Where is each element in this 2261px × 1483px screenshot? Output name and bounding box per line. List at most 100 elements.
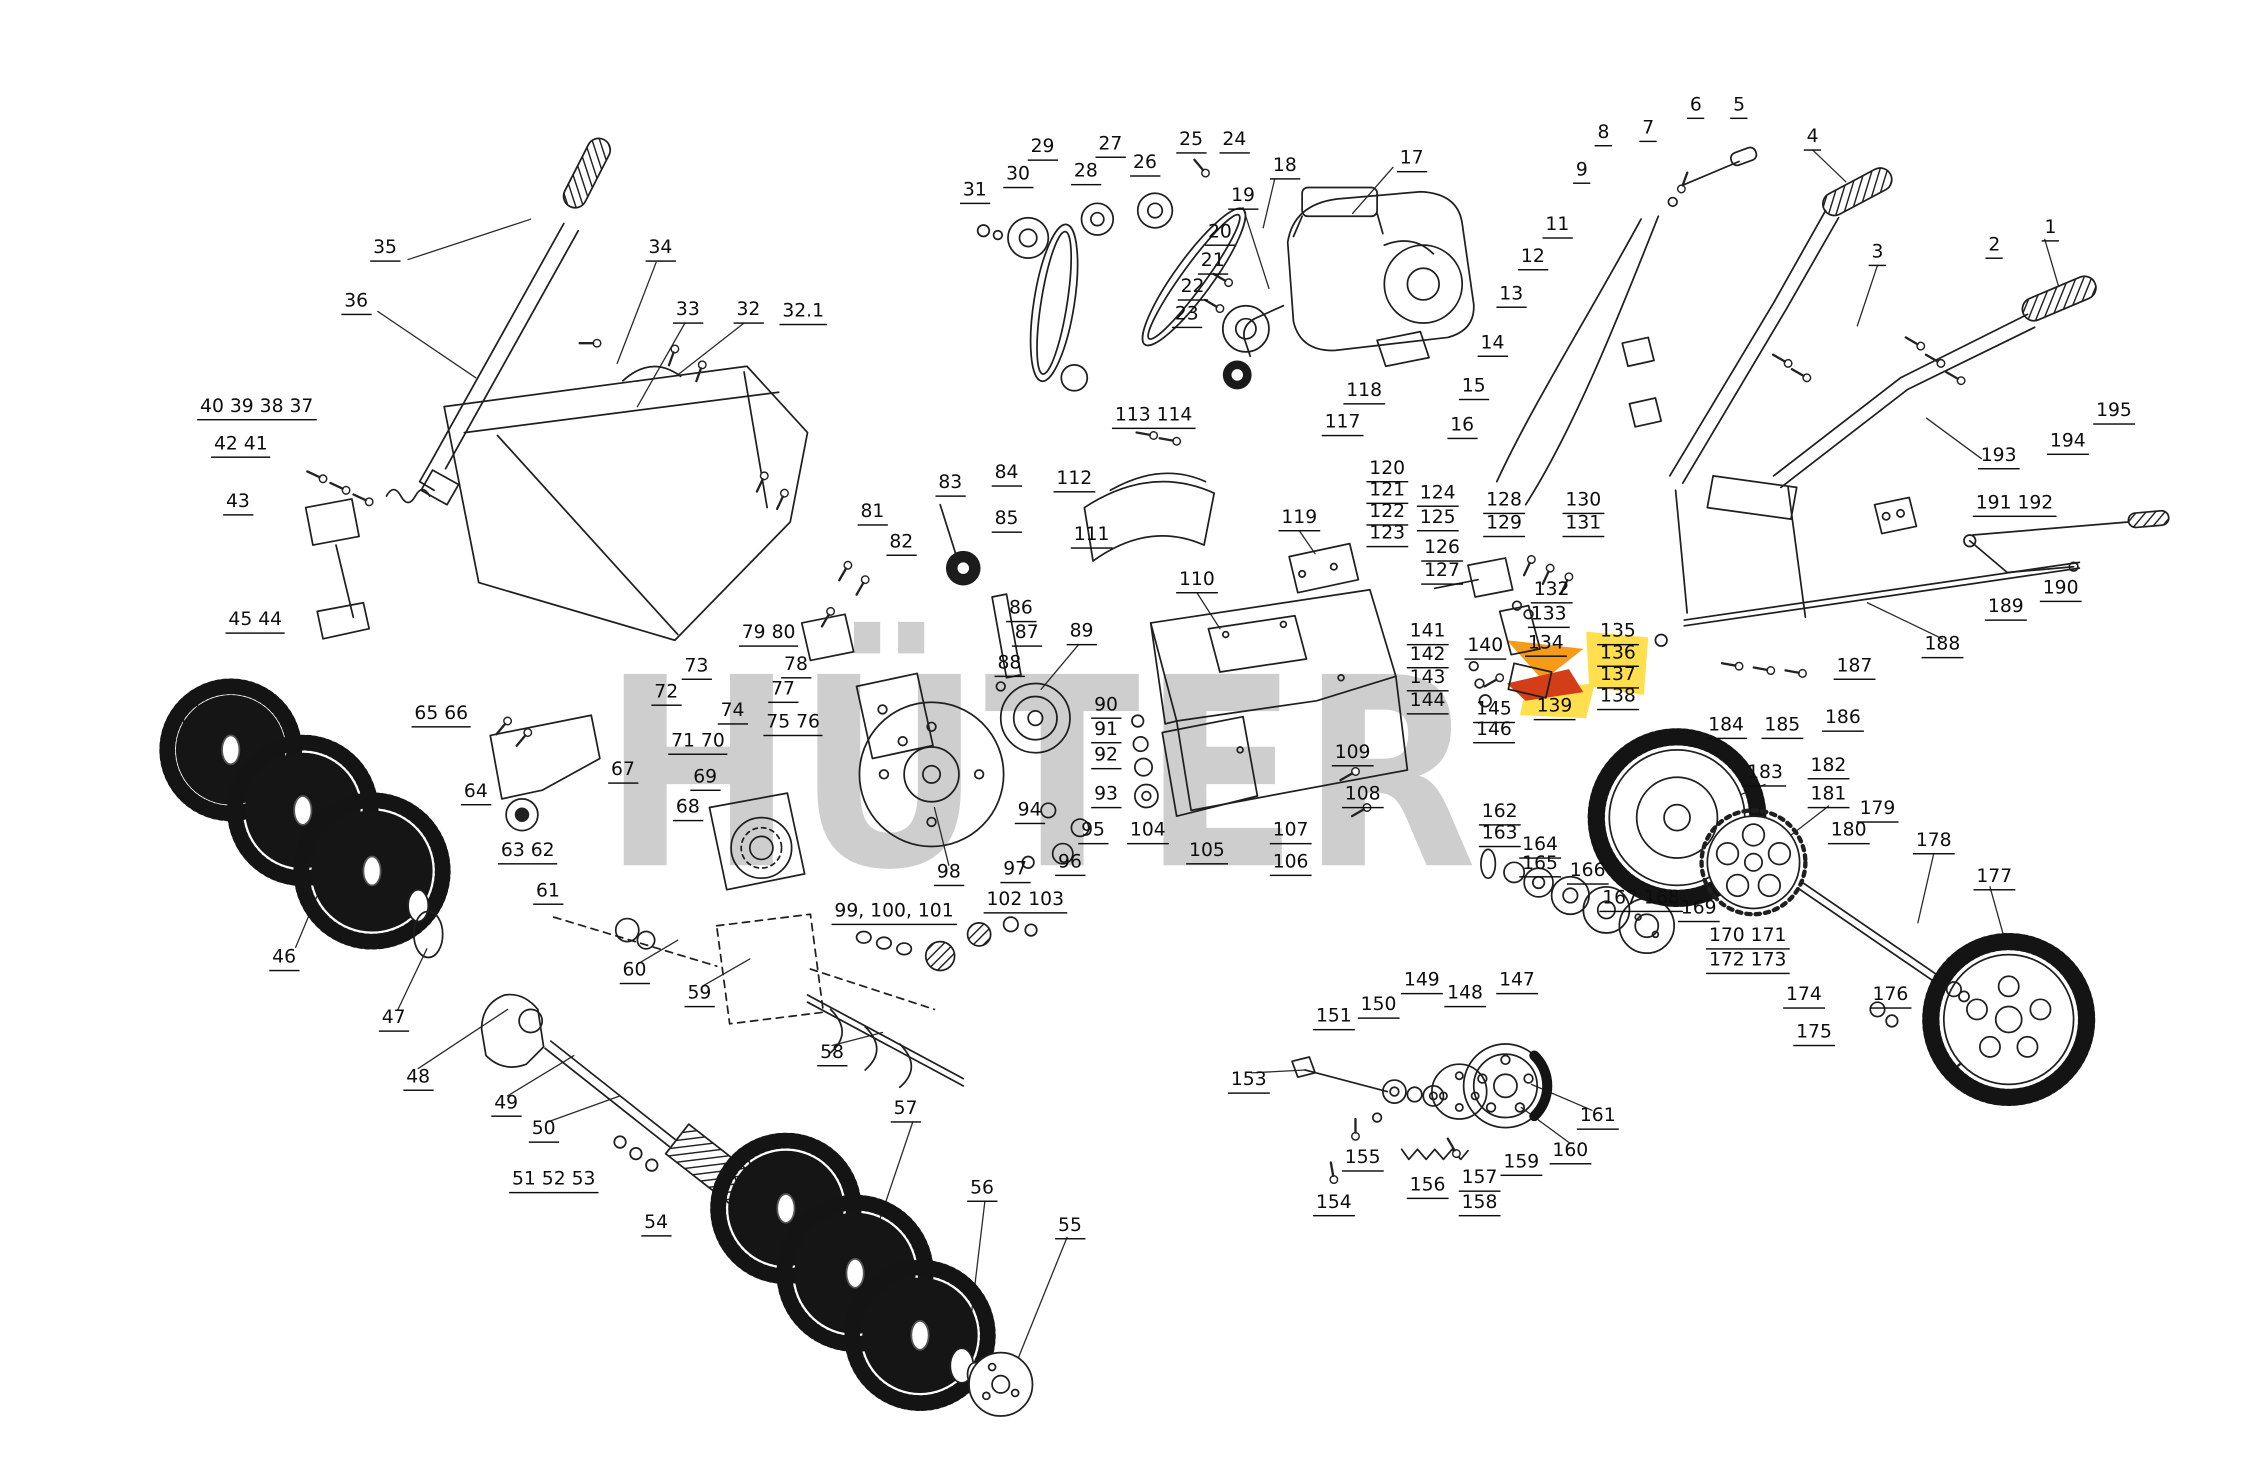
part-label-122: 122 <box>1366 502 1408 526</box>
part-label-110: 110 <box>1176 570 1218 593</box>
part-label-142: 142 <box>1406 645 1449 668</box>
part-label-188: 188 <box>1921 635 1964 658</box>
part-label-81: 81 <box>857 502 888 526</box>
part-label-145: 145 <box>1473 700 1515 723</box>
part-label-175: 175 <box>1793 1023 1835 1046</box>
leader-lines <box>294 149 2060 1374</box>
part-label-137: 137 <box>1597 665 1639 689</box>
part-label-108: 108 <box>1341 785 1384 808</box>
part-label-167-168: 167 168 <box>1599 889 1683 912</box>
part-label-16: 16 <box>1447 416 1478 439</box>
part-label-86: 86 <box>1006 599 1036 622</box>
part-label-149: 149 <box>1401 971 1443 994</box>
part-label-159: 159 <box>1500 1153 1543 1176</box>
part-label-11: 11 <box>1542 215 1573 239</box>
part-label-180: 180 <box>1827 821 1870 844</box>
part-label-33: 33 <box>673 300 703 324</box>
part-label-96: 96 <box>1055 853 1085 876</box>
part-label-109: 109 <box>1331 743 1374 766</box>
part-label-61: 61 <box>533 882 563 905</box>
part-label-121: 121 <box>1366 481 1408 504</box>
part-label-60: 60 <box>619 961 650 984</box>
auger-shaft <box>552 913 992 1089</box>
part-label-17: 17 <box>1396 149 1427 172</box>
part-label-88: 88 <box>994 654 1025 677</box>
part-label-170-171: 170 171 <box>1706 926 1790 950</box>
part-label-69: 69 <box>690 768 720 791</box>
part-label-19: 19 <box>1228 187 1258 210</box>
brush-discs-bottom <box>710 1132 1034 1417</box>
chassis-frame <box>1149 588 1409 821</box>
part-label-194: 194 <box>2047 432 2089 455</box>
part-label-176: 176 <box>1869 985 1912 1009</box>
part-label-160: 160 <box>1549 1141 1592 1164</box>
part-label-50: 50 <box>528 1120 559 1143</box>
part-label-13: 13 <box>1496 285 1527 308</box>
part-label-118: 118 <box>1343 381 1385 405</box>
part-label-187: 187 <box>1833 657 1876 680</box>
part-label-129: 129 <box>1483 514 1525 537</box>
part-label-193: 193 <box>1977 446 2020 469</box>
part-label-191-192: 191 192 <box>1972 494 2057 517</box>
part-label-147: 147 <box>1496 971 1538 994</box>
part-label-186: 186 <box>1822 709 1864 732</box>
part-label-32.1: 32.1 <box>779 302 827 325</box>
part-label-64: 64 <box>461 782 491 805</box>
part-label-146: 146 <box>1473 720 1515 743</box>
part-label-87: 87 <box>1011 623 1042 647</box>
part-label-48: 48 <box>403 1068 433 1091</box>
part-label-55: 55 <box>1055 1216 1085 1239</box>
part-label-95: 95 <box>1078 821 1108 844</box>
part-label-78: 78 <box>781 655 811 679</box>
part-label-127: 127 <box>1421 561 1463 585</box>
part-label-58: 58 <box>817 1043 847 1066</box>
part-label-97: 97 <box>1000 860 1030 883</box>
part-label-165: 165 <box>1519 854 1561 878</box>
part-label-126: 126 <box>1421 538 1463 562</box>
part-label-111: 111 <box>1070 525 1113 549</box>
part-label-74: 74 <box>717 701 748 725</box>
part-label-189: 189 <box>1985 598 2027 621</box>
part-label-162: 162 <box>1478 802 1521 826</box>
part-label-190: 190 <box>2039 579 2082 602</box>
part-label-46: 46 <box>269 948 299 971</box>
clutch-assembly <box>1291 1043 1553 1186</box>
part-label-157: 157 <box>1458 1169 1501 1192</box>
wheel-assembly-right <box>1480 728 2096 1107</box>
part-label-71-70: 71 70 <box>668 732 728 755</box>
part-label-148: 148 <box>1444 984 1486 1007</box>
part-label-51-52-53: 51 52 53 <box>509 1170 599 1193</box>
part-label-22: 22 <box>1177 277 1208 301</box>
part-label-14: 14 <box>1477 334 1508 357</box>
part-label-82: 82 <box>886 533 917 556</box>
handle-left <box>418 137 612 506</box>
part-label-158: 158 <box>1458 1193 1501 1216</box>
part-label-106: 106 <box>1269 853 1312 876</box>
part-label-195: 195 <box>2093 401 2135 425</box>
engine <box>1134 186 1475 447</box>
part-label-12: 12 <box>1518 247 1548 270</box>
part-label-73: 73 <box>681 657 712 680</box>
part-label-141: 141 <box>1406 622 1449 645</box>
part-label-177: 177 <box>1973 867 2016 890</box>
part-label-163: 163 <box>1478 824 1521 847</box>
belt-guard <box>1083 472 1360 594</box>
part-label-91: 91 <box>1091 720 1121 743</box>
part-label-65-66: 65 66 <box>411 704 471 728</box>
part-label-34: 34 <box>645 238 676 262</box>
part-label-24: 24 <box>1219 130 1250 154</box>
part-label-112: 112 <box>1053 469 1096 493</box>
part-label-77: 77 <box>768 680 798 703</box>
part-label-125: 125 <box>1416 508 1459 531</box>
part-label-9: 9 <box>1573 161 1591 184</box>
part-label-98: 98 <box>934 863 964 886</box>
part-label-179: 179 <box>1856 799 1899 823</box>
part-label-8: 8 <box>1594 123 1613 146</box>
part-label-31: 31 <box>959 181 990 204</box>
belt-drive <box>976 156 1247 392</box>
part-label-45-44: 45 44 <box>225 611 285 634</box>
part-label-85: 85 <box>991 510 1022 533</box>
